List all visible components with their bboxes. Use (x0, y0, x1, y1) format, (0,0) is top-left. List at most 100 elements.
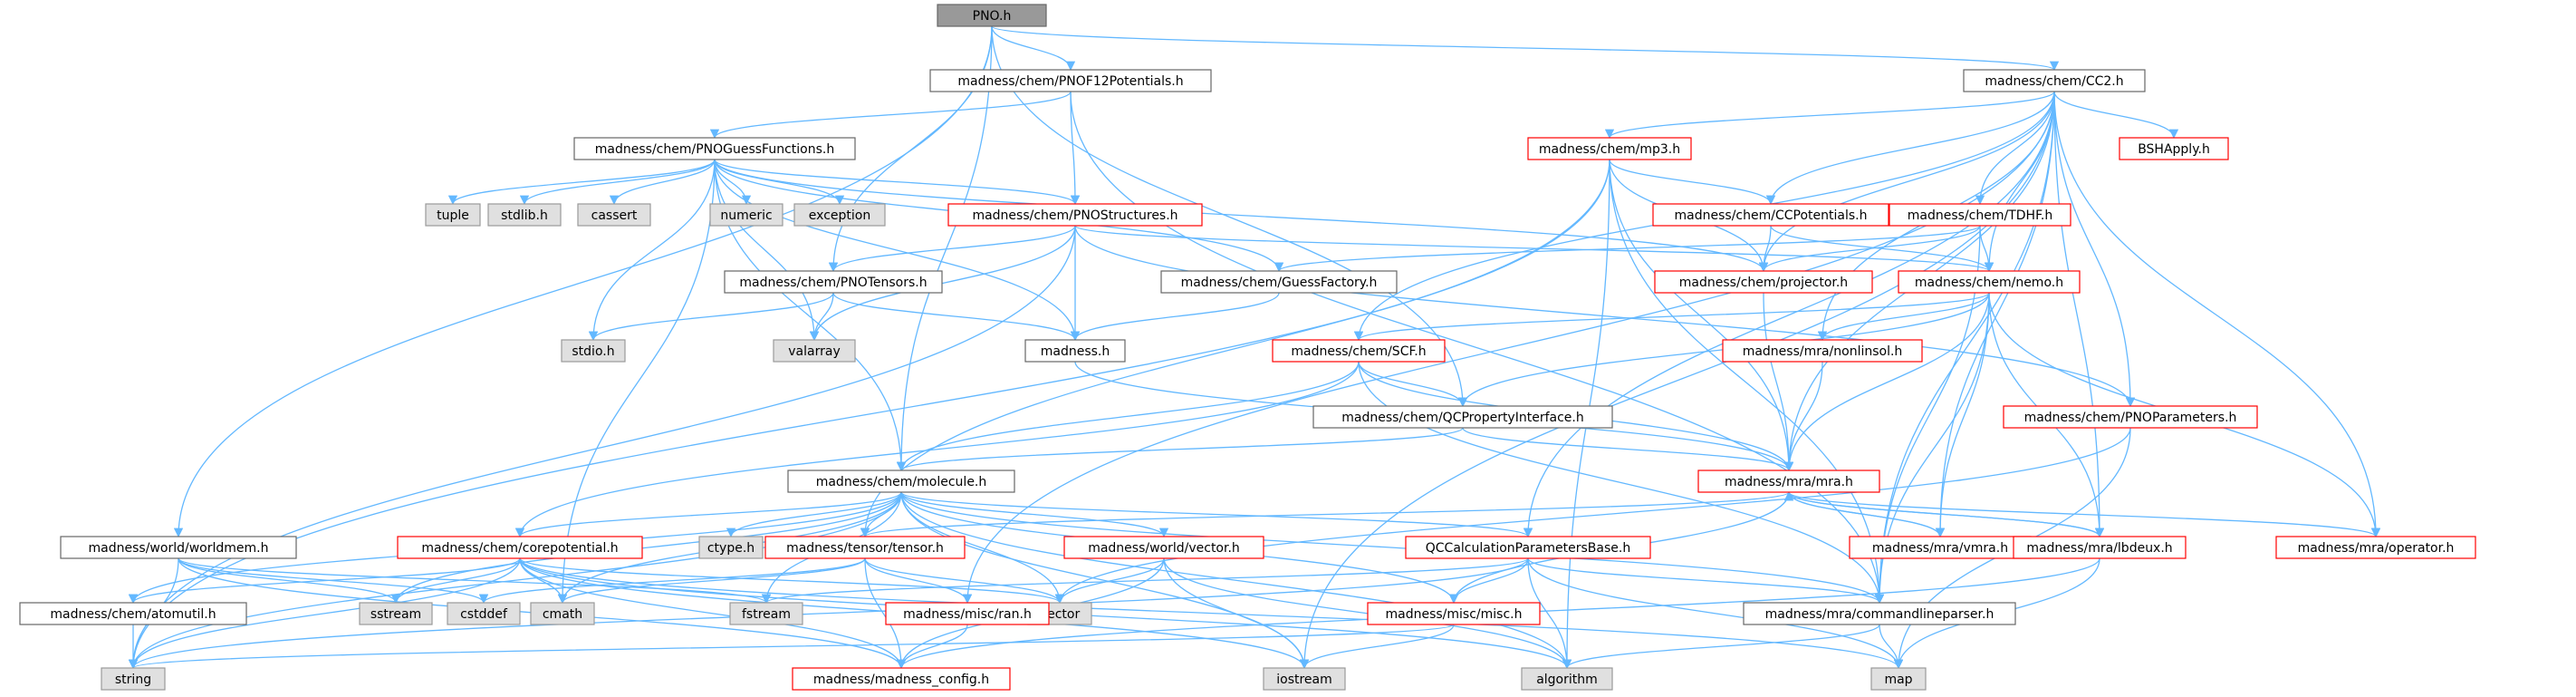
edge-madness-chem-molecule-h-to-algorithm (900, 491, 1572, 670)
node-label: madness/misc/ran.h (903, 607, 1032, 622)
node-bshapply-h[interactable]: BSHApply.h (2119, 137, 2229, 160)
edge-qccalculationparametersbase-h-to-string (129, 557, 1529, 670)
edge-madness-world-vector-h-to-algorithm (1163, 557, 1572, 670)
node-qccalculationparametersbase-h[interactable]: QCCalculationParametersBase.h (1405, 536, 1651, 559)
node-box (1405, 536, 1651, 559)
node-madness-chem-mp3-h[interactable]: madness/chem/mp3.h (1527, 137, 1692, 160)
edge-madness-chem-guessfactory-h-to-madness-h (1070, 292, 1280, 342)
node-madness-madness-config-h[interactable]: madness/madness_config.h (792, 667, 1011, 691)
edge-madness-world-worldmem-h-to-sstream (178, 557, 401, 605)
node-madness-chem-cc2-h[interactable]: madness/chem/CC2.h (1963, 69, 2146, 92)
node-madness-chem-pnostructures-h[interactable]: madness/chem/PNOStructures.h (947, 203, 1203, 227)
node-madness-mra-operator-h[interactable]: madness/mra/operator.h (2275, 536, 2476, 559)
node-box (1743, 602, 2016, 625)
node-label: madness/tensor/tensor.h (786, 541, 944, 556)
edge-madness-chem-pnoguessfunctions-h-to-cmath (557, 159, 716, 605)
node-label: madness/mra/nonlinsol.h (1743, 344, 1903, 359)
node-madness-chem-projector-h[interactable]: madness/chem/projector.h (1654, 270, 1873, 294)
edge-madness-chem-scf-h-to-madness-chem-corepotential-h (514, 361, 1360, 538)
node-madness-mra-mra-h[interactable]: madness/mra/mra.h (1697, 470, 1880, 493)
node-label: exception (809, 208, 870, 223)
node-box (764, 536, 966, 559)
node-box (101, 667, 166, 691)
edge-pno-h-to-madness-chem-pnof12potentials-h (991, 25, 1076, 72)
node-label: valarray (788, 344, 840, 359)
node-madness-chem-molecule-h[interactable]: madness/chem/molecule.h (787, 470, 1015, 493)
node-madness-misc-ran-h[interactable]: madness/misc/ran.h (885, 602, 1050, 625)
node-madness-world-worldmem-h[interactable]: madness/world/worldmem.h (60, 536, 297, 559)
edge-madness-mra-vmra-h-to-madness-mra-mra-h (1783, 490, 1941, 537)
edge-madness-chem-pnotensors-h-to-valarray (809, 292, 834, 342)
node-madness-chem-tdhf-h[interactable]: madness/chem/TDHF.h (1889, 203, 2071, 227)
edge-madness-chem-pnotensors-h-to-stdio-h (588, 292, 834, 342)
edge-madness-mra-mra-h-to-madness-mra-operator-h (1788, 491, 2380, 538)
node-madness-mra-commandlineparser-h[interactable]: madness/mra/commandlineparser.h (1743, 602, 2016, 625)
node-madness-mra-vmra-h[interactable]: madness/mra/vmra.h (1849, 536, 2032, 559)
node-box (577, 203, 651, 227)
edge-madness-chem-pnoguessfunctions-h-to-madness-chem-pnostructures-h (714, 159, 1081, 206)
node-label: madness/chem/atomutil.h (50, 607, 216, 622)
node-madness-mra-lbdeux-h[interactable]: madness/mra/lbdeux.h (2013, 536, 2187, 559)
node-fstream: fstream (729, 602, 803, 625)
node-pno-h[interactable]: PNO.h (937, 4, 1047, 27)
node-tuple: tuple (425, 203, 481, 227)
node-cassert: cassert (577, 203, 651, 227)
node-label: madness/madness_config.h (813, 673, 989, 687)
node-madness-chem-corepotential-h[interactable]: madness/chem/corepotential.h (397, 536, 643, 559)
node-valarray: valarray (773, 339, 856, 363)
node-box (1521, 667, 1613, 691)
edge-madness-chem-molecule-h-to-string (128, 491, 902, 670)
edge-madness-chem-pnof12potentials-h-to-madness-mra-commandlineparser-h (1070, 91, 1885, 605)
node-madness-chem-qcpropertyinterface-h[interactable]: madness/chem/QCPropertyInterface.h (1312, 405, 1613, 429)
edge-madness-mra-mra-h-to-madness-tensor-tensor-h (860, 491, 1790, 538)
node-madness-chem-atomutil-h[interactable]: madness/chem/atomutil.h (19, 602, 247, 625)
node-ctype-h: ctype.h (698, 536, 764, 559)
node-box (359, 602, 433, 625)
edge-madness-chem-nemo-h-to-madness-mra-vmra-h (1935, 292, 1990, 538)
edge-madness-chem-pnof12potentials-h-to-madness-chem-pnostructures-h (1070, 91, 1081, 206)
node-label: numeric (720, 208, 772, 223)
edge-madness-chem-corepotential-h-to-sstream (390, 557, 521, 605)
node-madness-chem-pnof12potentials-h[interactable]: madness/chem/PNOF12Potentials.h (929, 69, 1212, 92)
node-label: map (1884, 673, 1912, 687)
node-madness-tensor-tensor-h[interactable]: madness/tensor/tensor.h (764, 536, 966, 559)
node-madness-misc-misc-h[interactable]: madness/misc/misc.h (1367, 602, 1541, 625)
edge-madness-chem-molecule-h-to-madness-world-vector-h (900, 491, 1169, 538)
node-madness-chem-nemo-h[interactable]: madness/chem/nemo.h (1898, 270, 2081, 294)
node-string: string (101, 667, 166, 691)
node-madness-chem-pnoguessfunctions-h[interactable]: madness/chem/PNOGuessFunctions.h (573, 137, 856, 160)
node-madness-chem-pnoparameters-h[interactable]: madness/chem/PNOParameters.h (2003, 405, 2258, 429)
edge-madness-chem-molecule-h-to-sstream (390, 491, 902, 605)
node-madness-chem-ccpotentials-h[interactable]: madness/chem/CCPotentials.h (1652, 203, 1889, 227)
edge-madness-mra-commandlineparser-h-to-map (1879, 624, 1904, 670)
edge-madness-mra-nonlinsol-h-to-madness-mra-mra-h (1783, 361, 1823, 472)
node-madness-mra-nonlinsol-h[interactable]: madness/mra/nonlinsol.h (1722, 339, 1923, 363)
edge-madness-chem-tdhf-h-to-madness-mra-commandlineparser-h (1874, 225, 1981, 605)
node-label: madness/chem/projector.h (1679, 276, 1848, 290)
edge-madness-chem-pnoguessfunctions-h-to-madness-chem-projector-h (714, 159, 1769, 273)
edge-madness-chem-molecule-h-to-qccalculationparametersbase-h (900, 491, 1533, 538)
edge-madness-chem-pnoguessfunctions-h-to-cassert (609, 159, 716, 206)
edge-madness-chem-pnoguessfunctions-h-to-madness-h (714, 159, 1081, 342)
edge-madness-chem-qcpropertyinterface-h-to-madness-chem-molecule-h (897, 427, 1464, 472)
node-label: madness/world/worldmem.h (89, 541, 269, 556)
edge-madness-tensor-tensor-h-to-madness-madness-config-h (864, 557, 907, 670)
edge-madness-misc-misc-h-to-iostream (1299, 624, 1455, 670)
node-label: vector (1040, 607, 1081, 622)
node-box (1849, 536, 2032, 559)
edge-madness-chem-molecule-h-to-madness-chem-corepotential-h (514, 491, 902, 538)
edge-qccalculationparametersbase-h-to-madness-mra-commandlineparser-h (1527, 557, 1885, 605)
node-madness-chem-guessfactory-h[interactable]: madness/chem/GuessFactory.h (1160, 270, 1398, 294)
edge-madness-tensor-tensor-h-to-vector (864, 557, 1065, 605)
node-label: madness/chem/PNOF12Potentials.h (957, 74, 1183, 89)
node-madness-h[interactable]: madness.h (1024, 339, 1126, 363)
edge-madness-chem-cc2-h-to-madness-chem-projector-h (1758, 91, 2055, 273)
node-madness-world-vector-h[interactable]: madness/world/vector.h (1063, 536, 1264, 559)
node-madness-chem-scf-h[interactable]: madness/chem/SCF.h (1272, 339, 1446, 363)
node-label: stdlib.h (501, 208, 548, 223)
edge-madness-chem-cc2-h-to-madness-chem-ccpotentials-h (1765, 91, 2055, 206)
edge-madness-world-vector-h-to-iostream (1163, 557, 1310, 670)
node-madness-chem-pnotensors-h[interactable]: madness/chem/PNOTensors.h (724, 270, 943, 294)
node-box (1272, 339, 1446, 363)
edge-madness-chem-cc2-h-to-iostream (1299, 91, 2055, 670)
